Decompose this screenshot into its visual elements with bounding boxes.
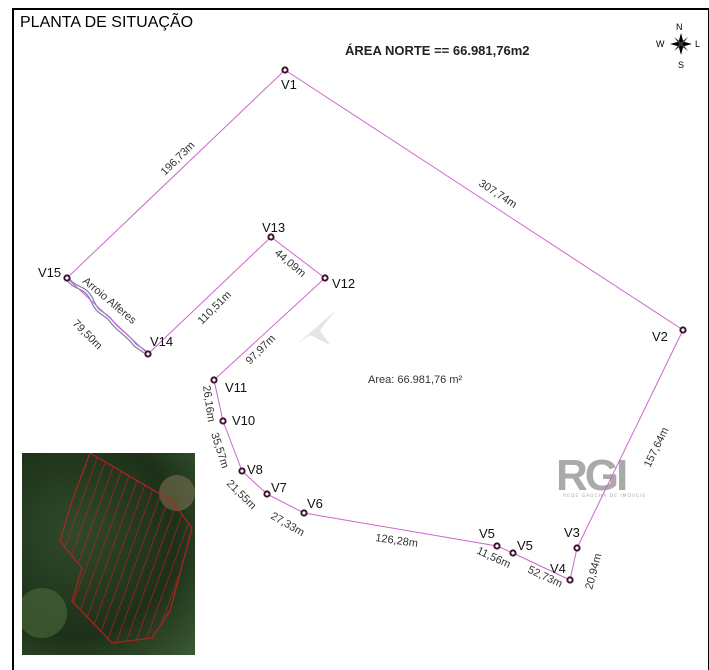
logo-text: RGI bbox=[556, 451, 626, 500]
boundary-segment bbox=[222, 420, 243, 472]
boundary-segment bbox=[66, 277, 149, 355]
compass-s: S bbox=[678, 60, 684, 70]
boundary-segment bbox=[303, 512, 498, 547]
vertex-label: V11 bbox=[225, 380, 247, 395]
vertex-marker bbox=[281, 66, 289, 74]
boundary-segment bbox=[512, 552, 571, 581]
boundary-segment bbox=[576, 329, 684, 549]
compass-n: N bbox=[676, 22, 683, 32]
vertex-label: V7 bbox=[271, 480, 287, 495]
segment-length: 110,51m bbox=[196, 289, 234, 327]
segment-length: 27,33m bbox=[269, 510, 307, 539]
compass-e: L bbox=[695, 39, 700, 49]
boundary-polygon bbox=[66, 69, 684, 581]
boundary-segment bbox=[270, 236, 326, 279]
page-title: PLANTA DE SITUAÇÃO bbox=[20, 14, 194, 31]
vertex-marker bbox=[219, 417, 227, 425]
vertex-label: V2 bbox=[652, 329, 668, 344]
vertex-label: V4 bbox=[550, 561, 566, 576]
vertex-marker bbox=[679, 326, 687, 334]
vertex-label: V1 bbox=[281, 77, 297, 92]
vertex-marker bbox=[321, 274, 329, 282]
boundary-segment bbox=[213, 379, 224, 422]
vertex-label: V12 bbox=[332, 276, 355, 291]
boundary-segment bbox=[569, 547, 578, 581]
boundary-segment bbox=[213, 277, 326, 381]
segment-length: 307,74m bbox=[476, 177, 518, 210]
boundary-segment bbox=[284, 69, 684, 331]
boundary-segment bbox=[241, 470, 268, 495]
vertex-marker bbox=[493, 542, 501, 550]
watermark-icon bbox=[296, 310, 336, 345]
compass-w: W bbox=[656, 39, 665, 49]
area-label: Area: 66.981,76 m² bbox=[368, 374, 463, 386]
rgi-logo: RGI REDE GAÚCHA DE IMÓVEIS bbox=[556, 451, 646, 500]
segment-length: 79,50m bbox=[70, 318, 104, 352]
vertex-marker bbox=[573, 544, 581, 552]
vertex-marker bbox=[63, 274, 71, 282]
aerial-photo-inset bbox=[22, 453, 195, 655]
vertex-label: V5 bbox=[479, 526, 495, 541]
vertex-marker bbox=[238, 467, 246, 475]
segment-length: 21,55m bbox=[224, 478, 258, 512]
vertex-label: V14 bbox=[150, 334, 173, 349]
hatched-parcel bbox=[22, 453, 195, 644]
vertex-label: V5 bbox=[517, 538, 533, 553]
vertex-marker bbox=[144, 350, 152, 358]
compass-rose-icon: N S W L bbox=[656, 22, 700, 70]
boundary-segment bbox=[66, 69, 286, 279]
vertex-label: V6 bbox=[307, 496, 323, 511]
segment-length: 35,57m bbox=[208, 431, 231, 470]
vertex-marker bbox=[566, 576, 574, 584]
segment-length: 126,28m bbox=[375, 532, 419, 550]
segment-length: 97,97m bbox=[244, 333, 278, 367]
vertex-label: V15 bbox=[38, 265, 61, 280]
segment-length: 157,64m bbox=[642, 426, 672, 470]
segment-length: 11,56m bbox=[475, 545, 513, 571]
boundary-segment bbox=[147, 236, 272, 355]
segment-length: 26,16m bbox=[200, 385, 217, 423]
vertex-label: V10 bbox=[232, 413, 255, 428]
vertex-marker bbox=[263, 490, 271, 498]
vertex-label: V3 bbox=[564, 525, 580, 540]
boundary-segment bbox=[266, 493, 305, 514]
vertex-label: V13 bbox=[262, 220, 285, 235]
logo-subtitle: REDE GAÚCHA DE IMÓVEIS bbox=[563, 492, 646, 499]
vertex-label: V8 bbox=[247, 462, 263, 477]
vertex-marker bbox=[509, 549, 517, 557]
vertex-marker bbox=[300, 509, 308, 517]
vertex-marker bbox=[210, 376, 218, 384]
segment-length: 20,94m bbox=[583, 552, 604, 591]
area-header: ÁREA NORTE == 66.981,76m2 bbox=[345, 43, 530, 58]
vertex-marker bbox=[267, 233, 275, 241]
